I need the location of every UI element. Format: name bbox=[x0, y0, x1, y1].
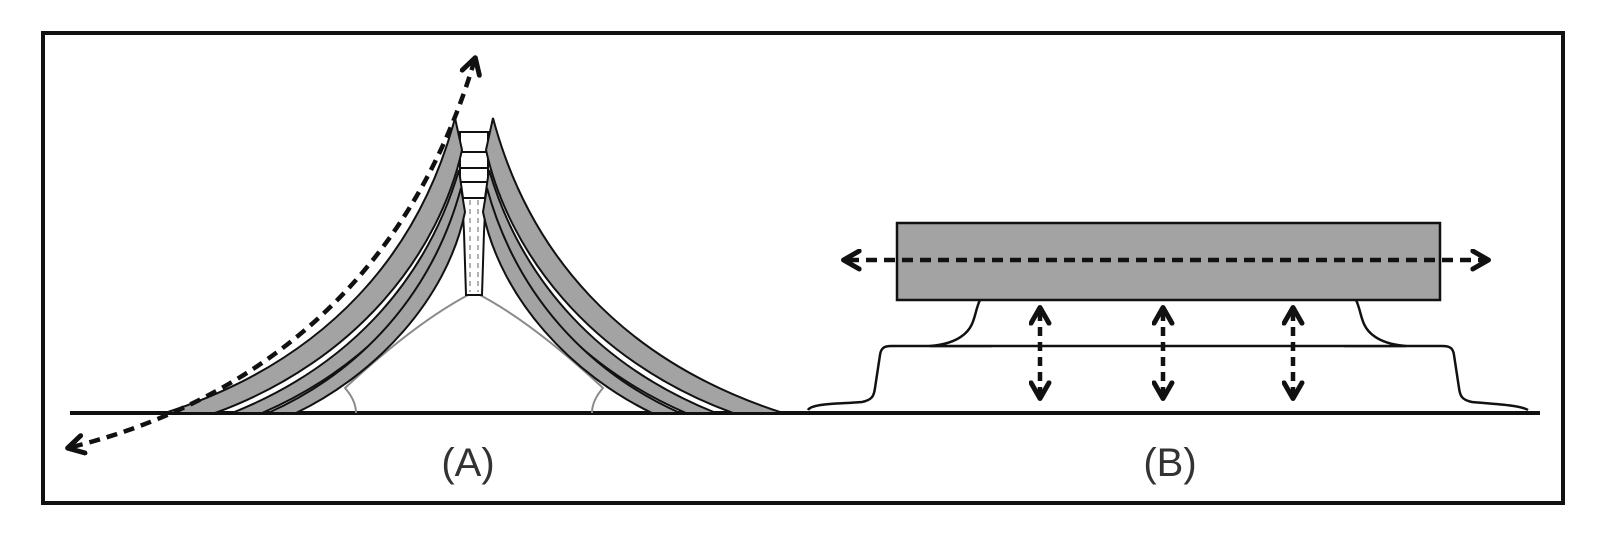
panel-b-label: (B) bbox=[1143, 441, 1196, 485]
panel-b-diagram: (B) bbox=[800, 221, 1540, 485]
panel-b-substrate bbox=[806, 344, 1529, 412]
panel-a-inner-contour-right bbox=[477, 293, 605, 414]
panel-b-left-support bbox=[929, 299, 992, 348]
panel-a-diagram: (A) bbox=[70, 62, 800, 485]
panel-a-stem-top bbox=[459, 131, 489, 183]
panel-a-label: (A) bbox=[441, 441, 494, 485]
figure-frame bbox=[41, 31, 1565, 505]
panel-a-right-band-inner bbox=[481, 187, 681, 414]
panel-b-right-support bbox=[1344, 299, 1407, 348]
panel-a-right-band-outer bbox=[484, 117, 784, 414]
panel-a-curved-arrow bbox=[72, 62, 474, 447]
